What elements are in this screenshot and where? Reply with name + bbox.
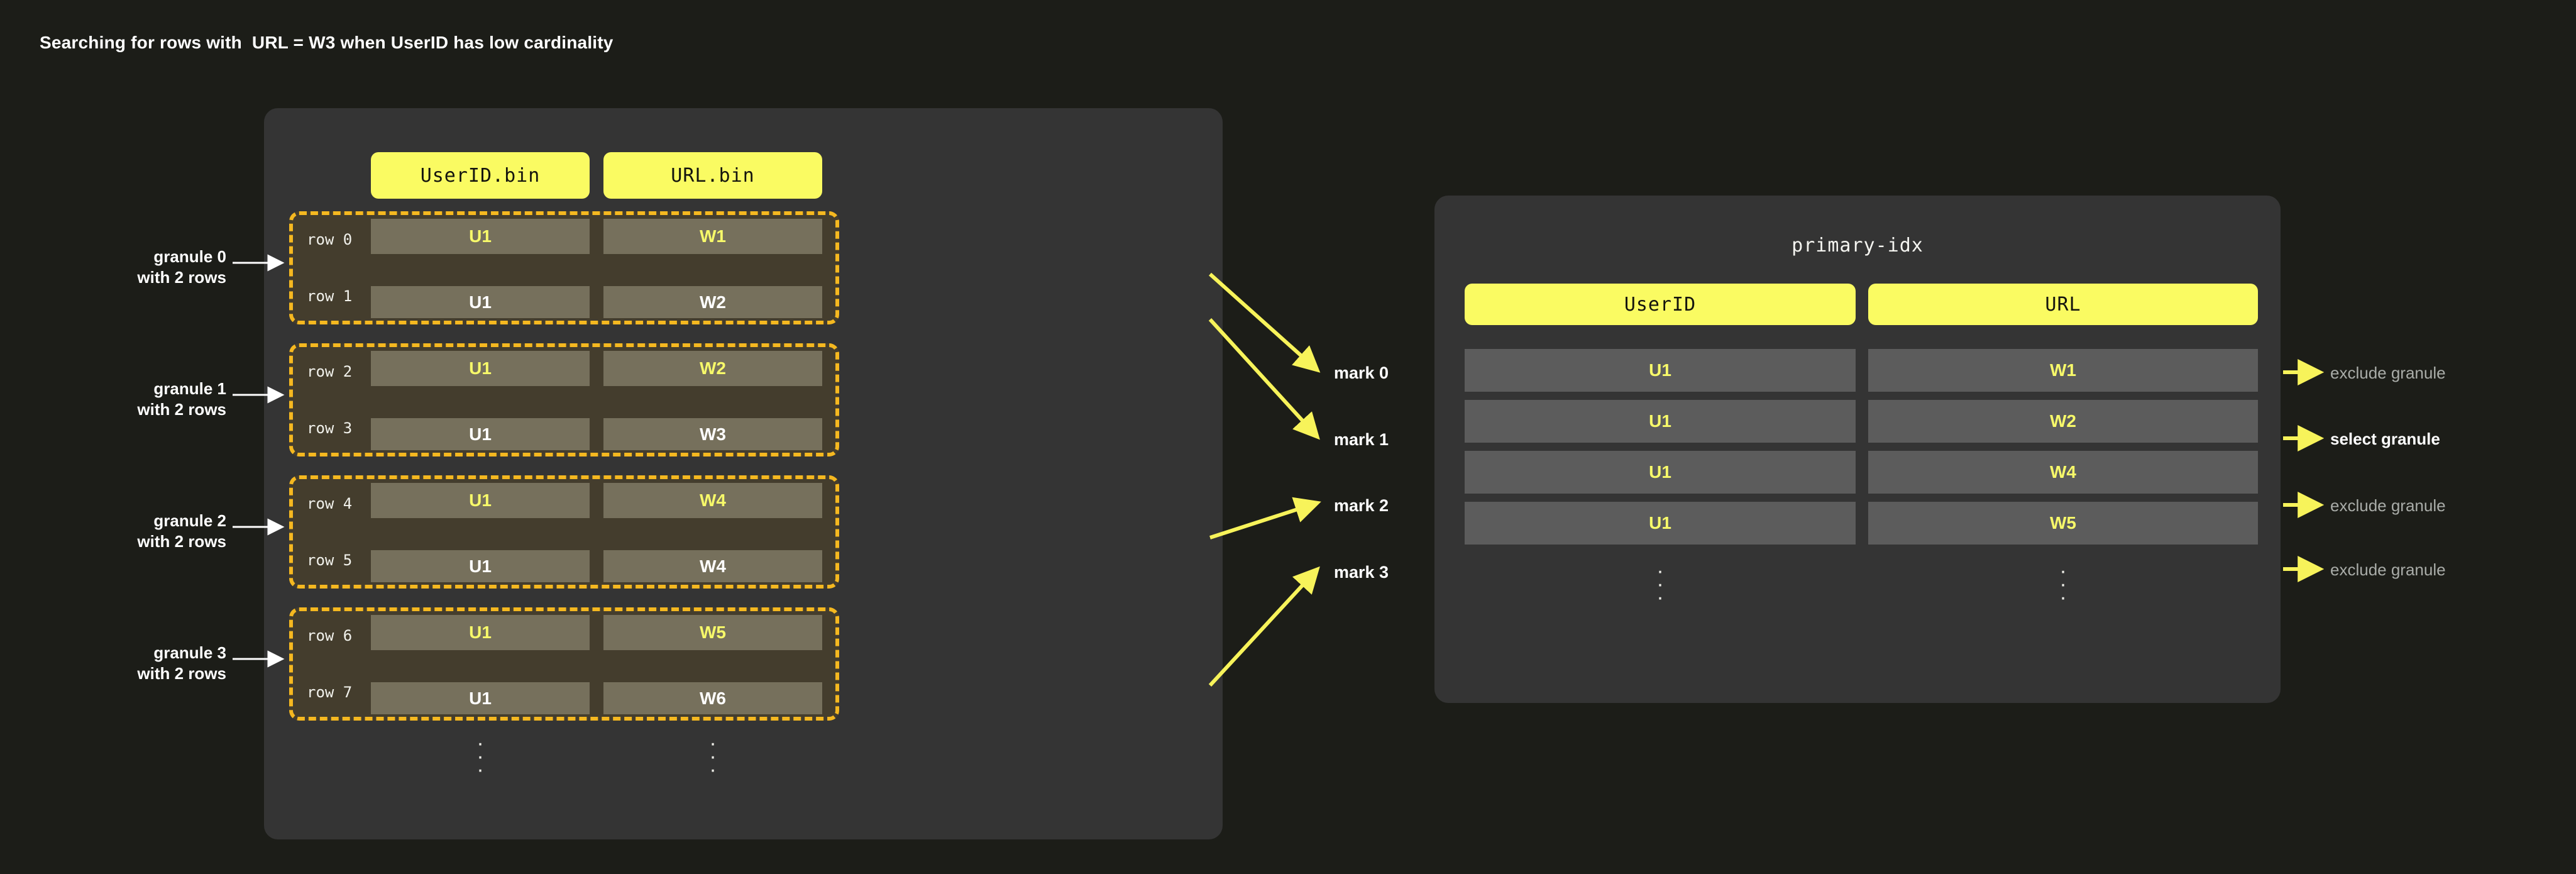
data-cell-userid-1[interactable]: U1 (371, 286, 590, 318)
data-cell-userid-4[interactable]: U1 (371, 483, 590, 518)
row-label-3: row 3 (307, 419, 353, 437)
data-cell-url-3[interactable]: W3 (603, 418, 822, 450)
data-cell-url-7[interactable]: W6 (603, 682, 822, 714)
column-header-url-bin[interactable]: URL.bin (603, 152, 822, 199)
index-cell-url-0[interactable]: W1 (1868, 349, 2258, 392)
data-cell-url-6[interactable]: W5 (603, 615, 822, 650)
row-label-4: row 4 (307, 495, 353, 512)
column-header-userid-bin[interactable]: UserID.bin (371, 152, 590, 199)
row-label-0: row 0 (307, 231, 353, 248)
data-cell-userid-7[interactable]: U1 (371, 682, 590, 714)
ellipsis-index-url: ··· (2059, 559, 2067, 610)
index-cell-url-3[interactable]: W5 (1868, 502, 2258, 545)
index-cell-userid-2[interactable]: U1 (1465, 451, 1856, 494)
primary-idx-title: primary-idx (1792, 235, 1924, 257)
data-cell-userid-5[interactable]: U1 (371, 550, 590, 582)
granule-label-2: granule 2 with 2 rows (137, 511, 226, 551)
mark-label-1: mark 1 (1334, 430, 1389, 449)
mark-pointer-arrows (1208, 272, 1321, 687)
index-cell-url-2[interactable]: W4 (1868, 451, 2258, 494)
mark-label-2: mark 2 (1334, 496, 1389, 515)
decision-label-2: exclude granule (2330, 496, 2446, 515)
granule-label-0: granule 0 with 2 rows (137, 247, 226, 287)
granule-label-3: granule 3 with 2 rows (137, 643, 226, 683)
index-cell-userid-3[interactable]: U1 (1465, 502, 1856, 545)
row-label-6: row 6 (307, 627, 353, 644)
data-cell-userid-2[interactable]: U1 (371, 351, 590, 386)
data-cell-url-4[interactable]: W4 (603, 483, 822, 518)
granule-label-1: granule 1 with 2 rows (137, 379, 226, 419)
row-label-5: row 5 (307, 551, 353, 569)
index-header-url[interactable]: URL (1868, 284, 2258, 325)
data-cell-userid-6[interactable]: U1 (371, 615, 590, 650)
decision-label-3: exclude granule (2330, 560, 2446, 579)
decision-pointer-arrows (2283, 359, 2325, 582)
index-cell-userid-1[interactable]: U1 (1465, 400, 1856, 443)
data-cell-url-5[interactable]: W4 (603, 550, 822, 582)
mark-label-3: mark 3 (1334, 563, 1389, 582)
decision-label-1: select granule (2330, 429, 2440, 448)
index-cell-url-1[interactable]: W2 (1868, 400, 2258, 443)
primary-index-panel: primary-idx UserID URL U1 W1 U1 W2 U1 W4… (1434, 196, 2281, 703)
ellipsis-url-column: ··· (709, 731, 717, 782)
ellipsis-index-userid: ··· (1656, 559, 1664, 610)
row-label-1: row 1 (307, 287, 353, 305)
row-label-2: row 2 (307, 363, 353, 380)
data-cell-userid-3[interactable]: U1 (371, 418, 590, 450)
mark-label-0: mark 0 (1334, 363, 1389, 382)
data-cell-userid-0[interactable]: U1 (371, 219, 590, 254)
index-cell-userid-0[interactable]: U1 (1465, 349, 1856, 392)
row-label-7: row 7 (307, 683, 353, 701)
data-cell-url-2[interactable]: W2 (603, 351, 822, 386)
ellipsis-userid-column: ··· (476, 731, 484, 782)
data-cell-url-0[interactable]: W1 (603, 219, 822, 254)
index-header-userid[interactable]: UserID (1465, 284, 1856, 325)
data-part-panel: UserID.bin URL.bin row 0 U1 W1 row 1 U1 … (264, 108, 1223, 839)
page-title: Searching for rows with URL = W3 when Us… (40, 33, 614, 52)
data-cell-url-1[interactable]: W2 (603, 286, 822, 318)
decision-label-0: exclude granule (2330, 363, 2446, 382)
